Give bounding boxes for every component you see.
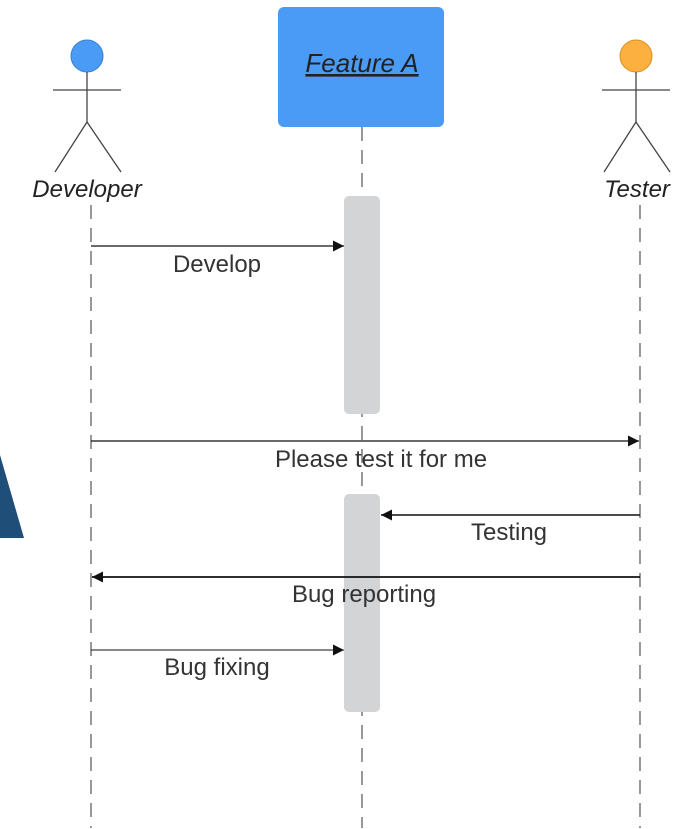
tester-actor <box>602 39 671 173</box>
feature-object-label: Feature A <box>305 48 418 78</box>
activation-bar <box>344 196 380 414</box>
developer-head-icon <box>70 39 104 73</box>
tester-label: Tester <box>604 176 671 203</box>
developer-label: Developer <box>32 176 142 203</box>
developer-actor <box>53 39 122 173</box>
activation-bar <box>344 494 380 712</box>
please-test-label: Please test it for me <box>275 446 487 473</box>
bug-fixing-label: Bug fixing <box>164 654 269 681</box>
feature-object-box <box>278 7 444 127</box>
tester-head-icon <box>619 39 653 73</box>
testing-label: Testing <box>471 519 547 546</box>
side-shape <box>0 455 24 538</box>
develop-label: Develop <box>173 251 261 278</box>
bug-reporting-label: Bug reporting <box>292 581 436 608</box>
